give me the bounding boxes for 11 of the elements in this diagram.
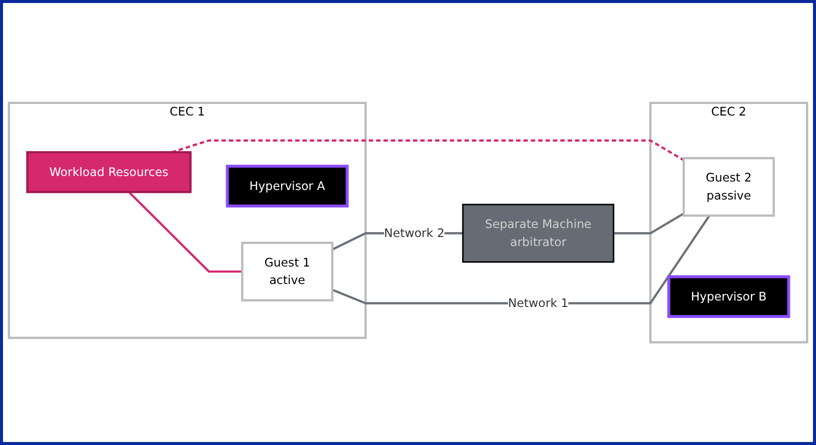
connector bbox=[614, 212, 684, 234]
connector bbox=[128, 191, 242, 273]
edge-label: Network 1 bbox=[508, 296, 568, 310]
edge-label: Network 2 bbox=[384, 226, 444, 240]
node-box: Hypervisor A bbox=[226, 164, 349, 208]
node-box: Guest 1 active bbox=[241, 242, 334, 302]
node-box: Separate Machine arbitrator bbox=[462, 204, 614, 263]
connector bbox=[171, 139, 684, 162]
node-box: Workload Resources bbox=[26, 151, 192, 194]
node-box: Guest 2 passive bbox=[682, 156, 775, 217]
node-box: Hypervisor B bbox=[667, 275, 790, 318]
